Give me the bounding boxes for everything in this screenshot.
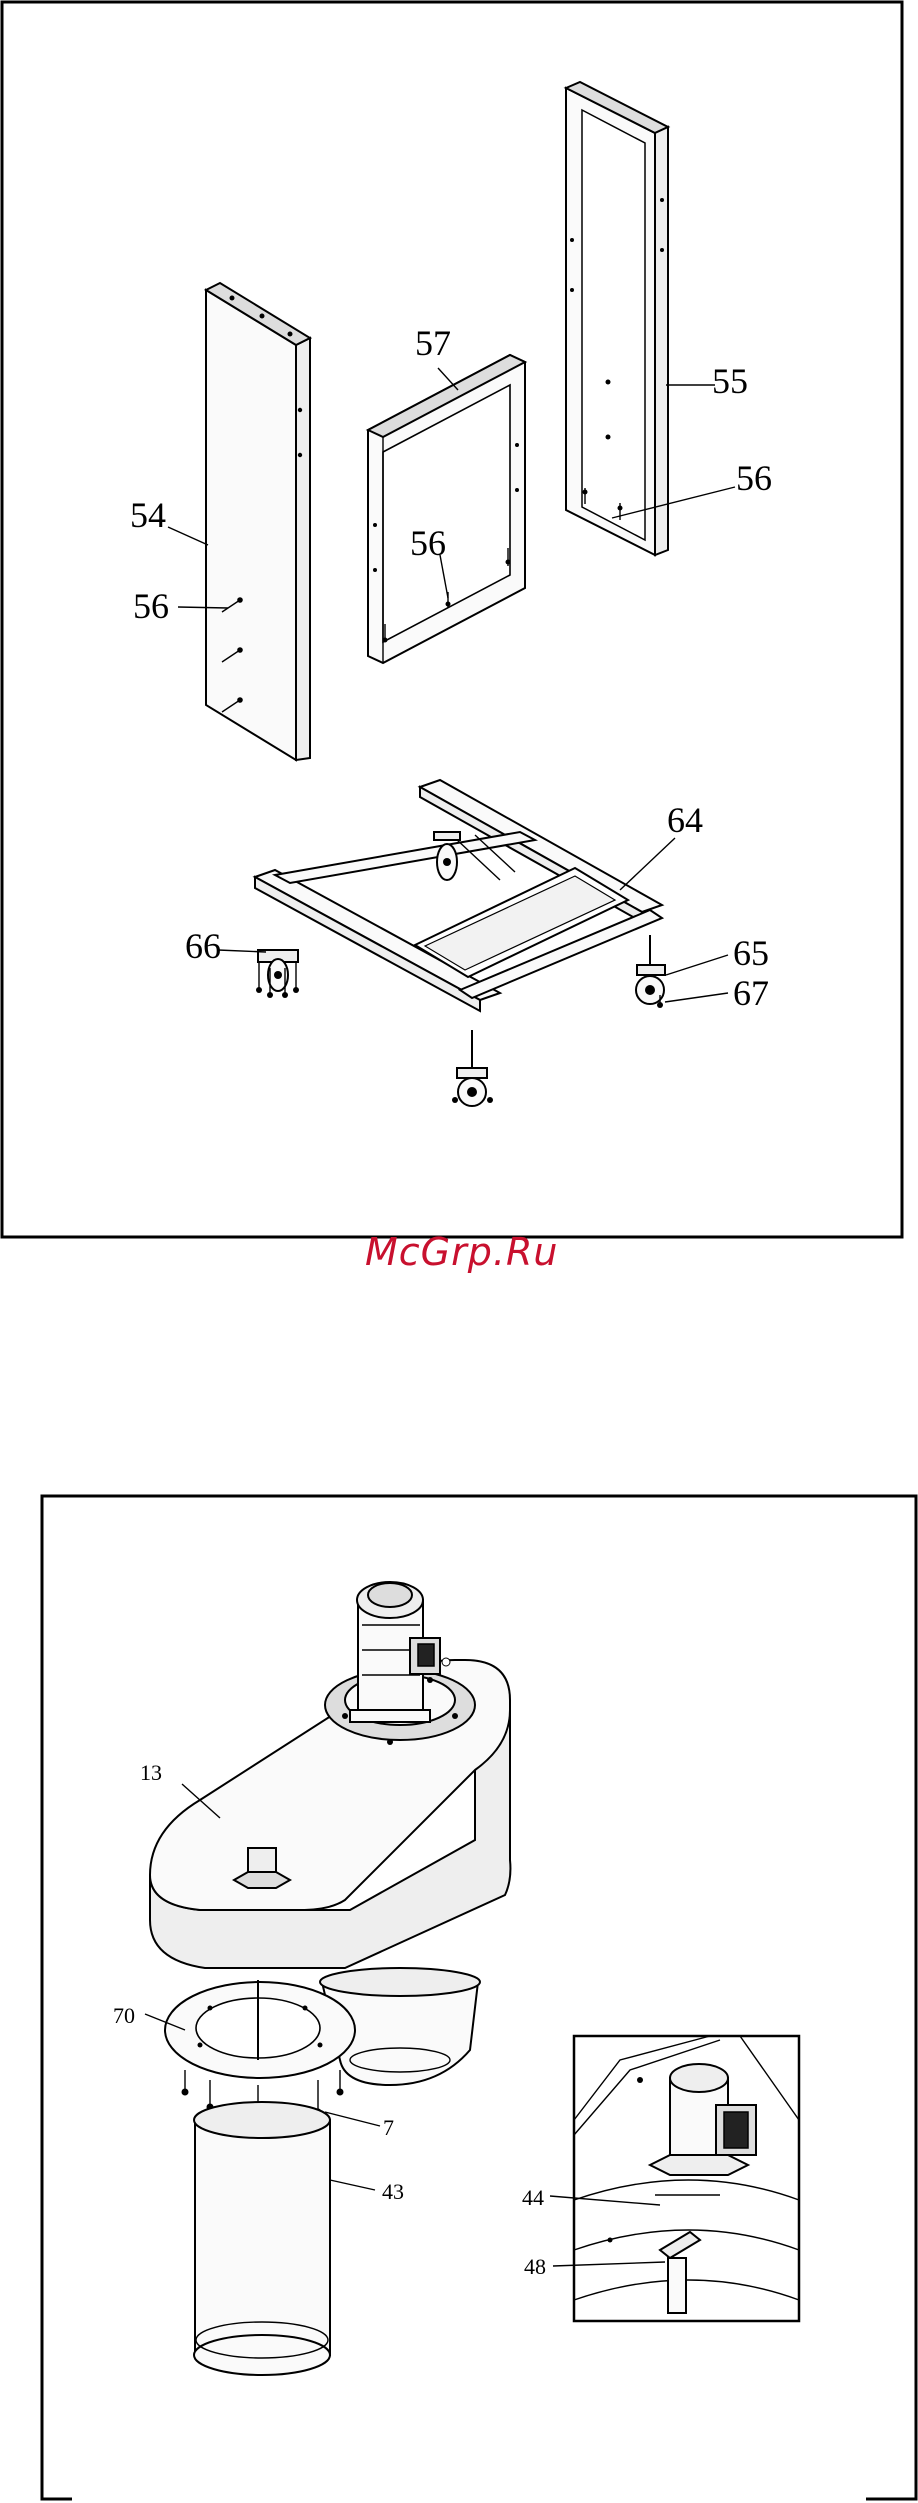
- label-13: 13: [140, 1760, 162, 1785]
- caster-back-left: [434, 832, 460, 880]
- caster-front-left: [256, 950, 299, 998]
- caster-front-center: [452, 1030, 493, 1106]
- blower-housing: [150, 1658, 510, 1968]
- label-56-left: 56: [133, 586, 169, 626]
- watermark: McGrp.Ru: [365, 1230, 558, 1274]
- filter-bag: [194, 2102, 330, 2375]
- label-57: 57: [415, 323, 451, 363]
- label-44: 44: [522, 2185, 544, 2210]
- label-56-right: 56: [736, 458, 772, 498]
- label-43: 43: [382, 2179, 404, 2204]
- label-7: 7: [383, 2115, 394, 2140]
- label-55: 55: [712, 361, 748, 401]
- flange-ring: [165, 1980, 355, 2121]
- label-67: 67: [733, 973, 769, 1013]
- label-66: 66: [185, 926, 221, 966]
- label-65: 65: [733, 933, 769, 973]
- label-54: 54: [130, 495, 166, 535]
- label-64: 64: [667, 800, 703, 840]
- label-70: 70: [113, 2003, 135, 2028]
- right-side-panel: [566, 82, 668, 555]
- bottom-diagram-frame: [42, 1496, 916, 2499]
- stand-assembly-diagram: 54 56 57 56 55 56 64 66 65 67: [2, 2, 902, 1237]
- label-56-mid: 56: [410, 523, 446, 563]
- detail-inset: [574, 2036, 799, 2321]
- back-frame: [368, 355, 525, 663]
- label-48: 48: [524, 2254, 546, 2279]
- left-side-panel: [206, 283, 310, 760]
- caster-front-right: [636, 935, 665, 1008]
- base-frame: [255, 780, 662, 1011]
- blower-assembly-diagram: 13 70 7 43 44 48: [42, 1496, 916, 2499]
